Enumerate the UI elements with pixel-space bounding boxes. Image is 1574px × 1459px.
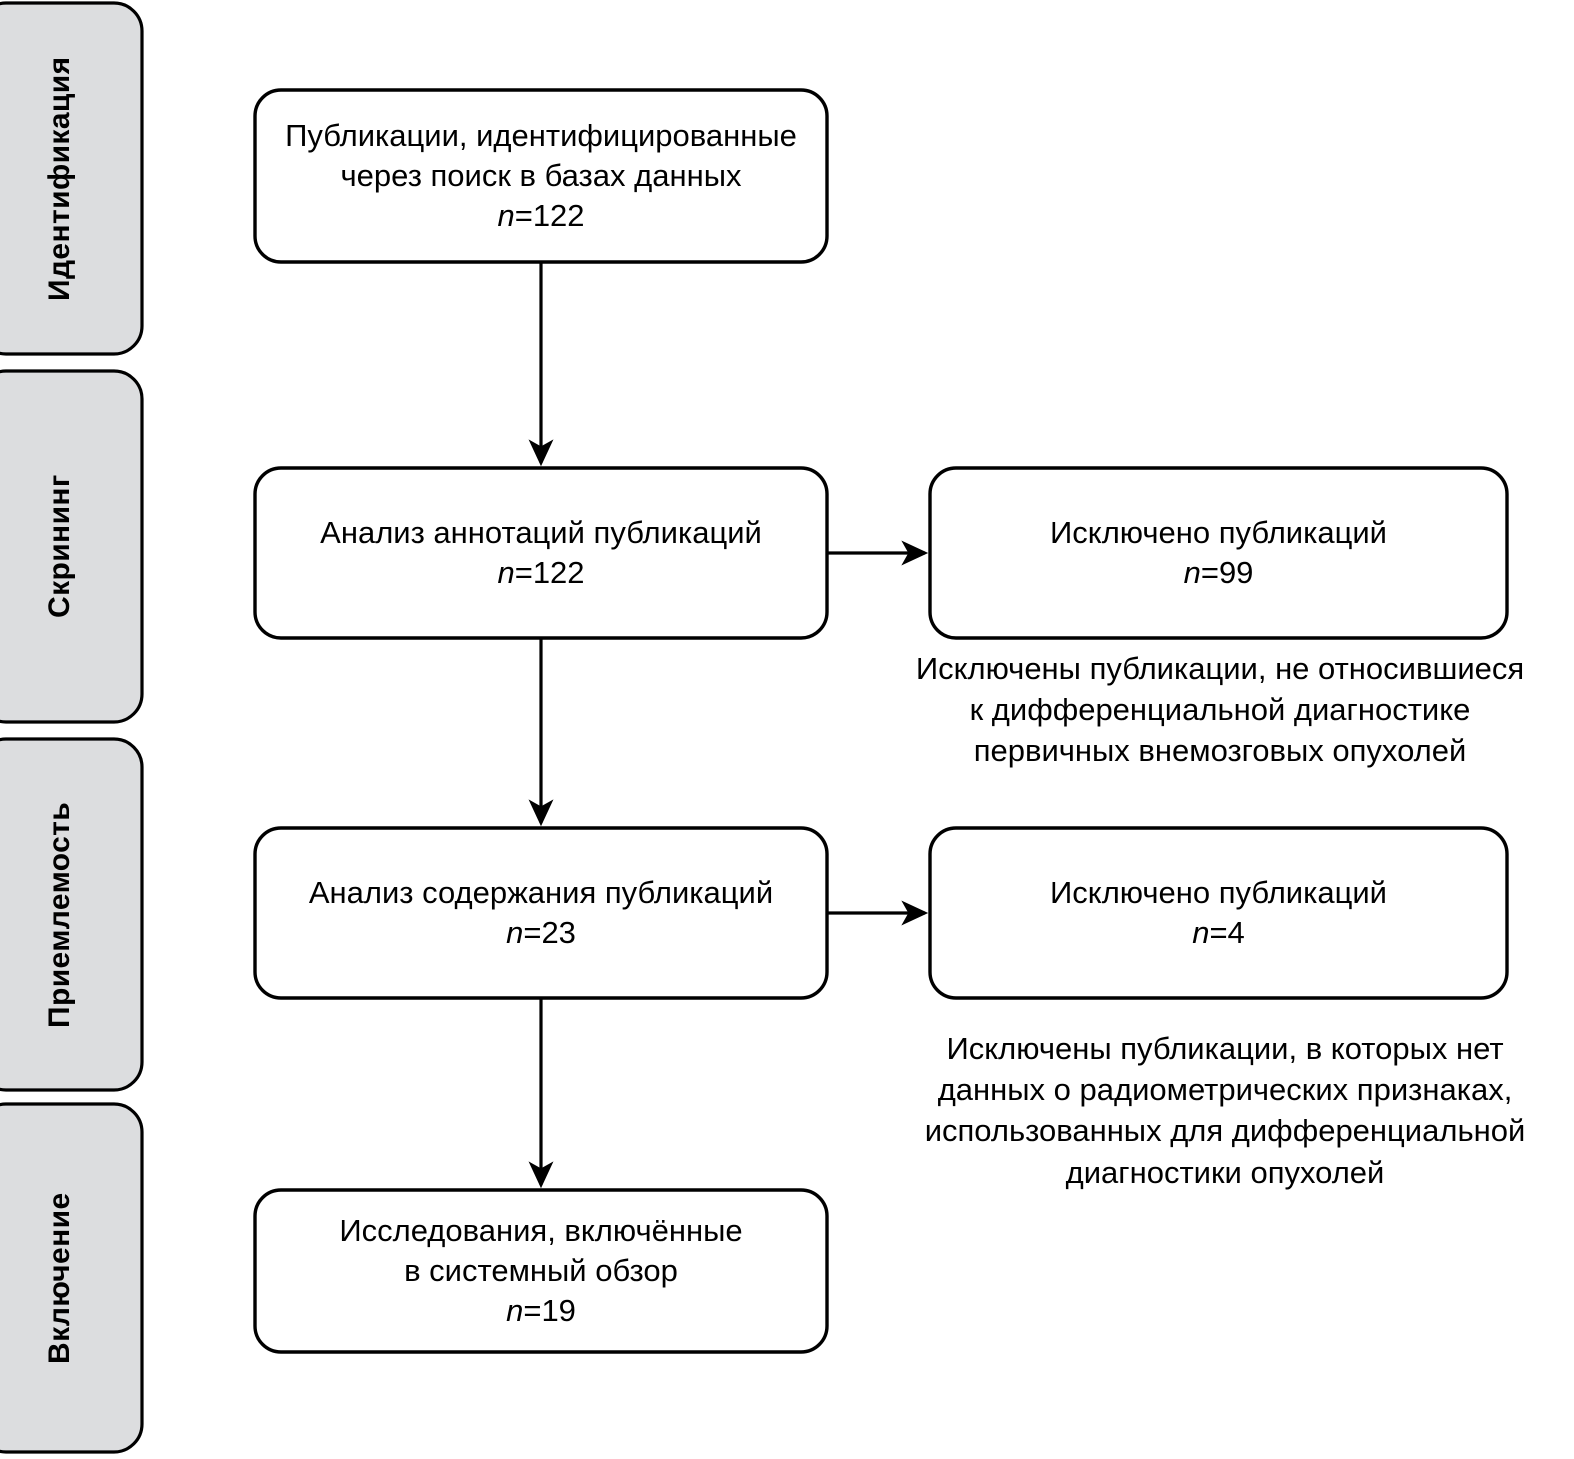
box-line: Анализ аннотаций публикаций: [320, 515, 762, 551]
n-equals: =: [1200, 555, 1219, 590]
box-count: n=19: [506, 1291, 576, 1331]
note-line: диагностики опухолей: [1065, 1154, 1385, 1190]
box-screening-excluded-text: Исключено публикаций n=99: [930, 468, 1507, 638]
n-symbol: n: [506, 1292, 524, 1328]
n-equals: =: [514, 197, 533, 233]
stage-bar-identification: [0, 1, 144, 356]
n-number: 19: [541, 1292, 576, 1328]
box-line: Анализ содержания публикаций: [308, 875, 774, 911]
note-line: использованных для дифференциальной: [924, 1113, 1526, 1149]
box-count: n=99: [1184, 553, 1254, 593]
box-line: Исследования, включённые: [339, 1213, 743, 1249]
n-equals: =: [1209, 915, 1228, 950]
n-equals: =: [523, 1292, 542, 1328]
stage-bar-screening: [0, 369, 144, 724]
n-equals: =: [514, 555, 533, 590]
stage-label-text: Скрининг: [43, 474, 76, 619]
stage-label-text: Включение: [43, 1192, 76, 1364]
box-line: в системный обзор: [404, 1253, 678, 1289]
n-number: 122: [532, 197, 585, 233]
box-count: n=122: [497, 553, 584, 593]
n-number: 4: [1227, 915, 1245, 950]
stage-label-text: Идентификация: [43, 56, 76, 301]
n-symbol: n: [506, 915, 524, 950]
n-symbol: n: [497, 555, 515, 590]
stage-bars: [0, 1, 144, 1454]
box-screening-excluded: [928, 466, 1509, 640]
note-line: данных о радиометрических признаках,: [937, 1072, 1513, 1108]
box-eligibility-excluded-text: Исключено публикаций n=4: [930, 828, 1507, 998]
box-count: n=4: [1192, 913, 1245, 953]
stage-bar-inclusion: [0, 1102, 144, 1454]
note-line: Исключены публикации, в которых нет: [946, 1031, 1504, 1066]
box-eligibility-excluded: [928, 826, 1509, 1000]
note-eligibility-reason: Исключены публикации, в которых нет данн…: [880, 1028, 1570, 1218]
n-equals: =: [523, 915, 542, 950]
n-number: 23: [541, 915, 576, 950]
stage-label-inclusion: Включение: [0, 1104, 142, 1452]
box-count: n=122: [497, 196, 584, 236]
box-eligibility-text: Анализ содержания публикаций n=23: [255, 828, 827, 998]
n-number: 122: [532, 555, 585, 590]
n-symbol: n: [1192, 915, 1210, 950]
box-line: Исключено публикаций: [1050, 875, 1387, 911]
n-symbol: n: [1183, 555, 1201, 590]
box-line: через поиск в базах данных: [340, 158, 742, 194]
stage-label-identification: Идентификация: [0, 3, 142, 354]
stage-bar-eligibility: [0, 737, 144, 1092]
note-line: первичных внемозговых опухолей: [973, 733, 1467, 769]
box-line: Публикации, идентифицированные: [285, 118, 797, 154]
box-included: [253, 1188, 829, 1354]
box-line: Исключено публикаций: [1050, 515, 1387, 551]
stage-label-eligibility: Приемлемость: [0, 739, 142, 1090]
box-count: n=23: [506, 913, 576, 953]
note-screening-reason: Исключены публикации, не относившиеся к …: [880, 648, 1560, 788]
note-line: к дифференциальной диагностике: [969, 692, 1471, 728]
stage-label-screening: Скрининг: [0, 371, 142, 722]
box-identification-text: Публикации, идентифицированные через пои…: [255, 90, 827, 262]
box-screening-text: Анализ аннотаций публикаций n=122: [255, 468, 827, 638]
n-symbol: n: [497, 197, 515, 233]
n-number: 99: [1218, 555, 1254, 590]
note-line: Исключены публикации, не относившиеся: [915, 651, 1525, 686]
box-included-text: Исследования, включённые в системный обз…: [255, 1190, 827, 1352]
stage-label-text: Приемлемость: [43, 801, 76, 1028]
